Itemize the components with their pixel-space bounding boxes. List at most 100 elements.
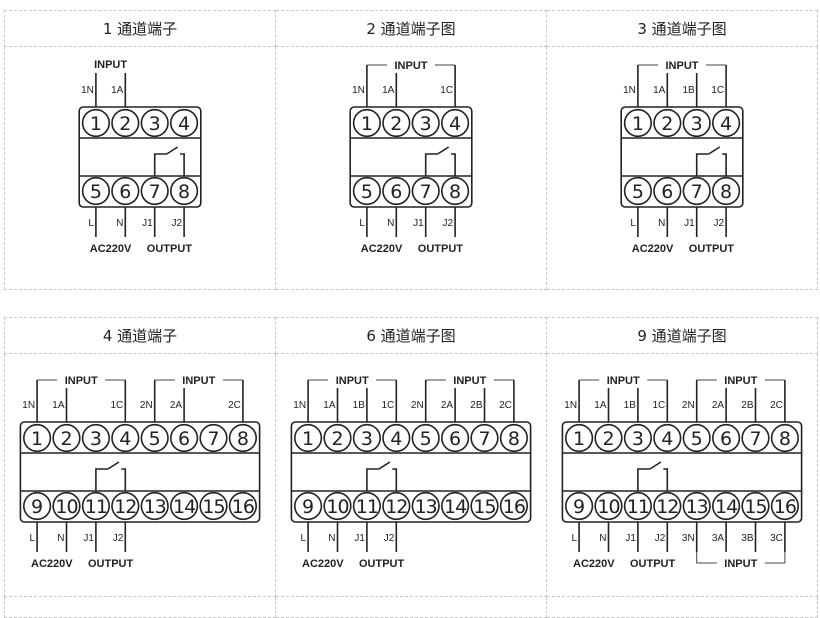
- pin-label: 1A: [52, 400, 65, 411]
- pin-label: J2: [655, 533, 666, 544]
- terminal-block: [290, 421, 532, 523]
- group-caption: AC220V: [90, 243, 132, 255]
- relay-switch-icon: [378, 461, 391, 470]
- pin-label: 2N: [140, 400, 153, 411]
- terminal-circle: [594, 423, 623, 453]
- terminal-circle: [441, 491, 470, 521]
- pin-label: 1N: [352, 85, 365, 96]
- terminal-number: 9: [302, 496, 314, 518]
- terminal-number: 8: [508, 428, 520, 450]
- group-caption: INPUT: [336, 375, 369, 387]
- terminal-circle: [653, 491, 682, 521]
- terminal-circle: [741, 423, 770, 453]
- group-caption: AC220V: [302, 558, 344, 570]
- terminal-circle: [111, 491, 140, 521]
- terminal-number: 10: [326, 496, 348, 518]
- pin-label: J1: [142, 218, 153, 229]
- pin-label: 1C: [382, 400, 395, 411]
- terminal-number: 12: [114, 496, 136, 518]
- pin-label: J1: [684, 218, 695, 229]
- terminal-circle: [441, 108, 470, 138]
- terminal-number: 16: [232, 496, 254, 518]
- terminal-circle: [382, 491, 411, 521]
- terminal-circle: [682, 423, 711, 453]
- relay-switch-icon: [649, 461, 662, 470]
- terminal-circle: [52, 491, 81, 521]
- terminal-circle: [382, 423, 411, 453]
- group-caption: AC220V: [31, 558, 73, 570]
- terminal-circle: [441, 423, 470, 453]
- pin-label: L: [30, 533, 36, 544]
- terminal-number: 1: [302, 428, 314, 450]
- terminal-circle: [623, 423, 652, 453]
- terminal-circle: [770, 491, 799, 521]
- terminal-block: [78, 106, 202, 208]
- group-caption: INPUT: [666, 60, 699, 72]
- terminal-circle: [81, 423, 110, 453]
- terminal-circle: [228, 491, 257, 521]
- pin-label: N: [328, 533, 335, 544]
- pin-label: 1N: [293, 400, 306, 411]
- terminal-number: 14: [444, 496, 467, 518]
- terminal-block: [620, 106, 744, 208]
- pin-label: 1A: [382, 85, 395, 96]
- terminal-number: 3: [90, 428, 102, 450]
- terminal-circle: [411, 108, 440, 138]
- terminal-number: 13: [686, 496, 708, 518]
- terminal-number: 7: [149, 181, 161, 203]
- group-caption: OUTPUT: [689, 243, 735, 255]
- pin-label: 3N: [682, 533, 695, 544]
- terminal-circle: [712, 423, 741, 453]
- pin-label: L: [630, 218, 636, 229]
- group-caption: INPUT: [65, 375, 98, 387]
- wiring-diagram: 191NL2101AN3111BJ14121CJ25132N6142A7152B…: [290, 375, 532, 570]
- terminal-number: 4: [178, 113, 190, 135]
- terminal-circle: [564, 423, 594, 453]
- group-caption: INPUT: [453, 375, 486, 387]
- terminal-circle: [81, 108, 110, 138]
- terminal-circle: [382, 108, 411, 138]
- terminal-number: 2: [331, 428, 343, 450]
- terminal-circle: [140, 176, 169, 206]
- group-caption: INPUT: [395, 60, 428, 72]
- pin-label: 3C: [770, 533, 783, 544]
- group-caption: INPUT: [724, 558, 757, 570]
- terminal-number: 6: [119, 181, 131, 203]
- relay-switch-icon: [708, 146, 721, 155]
- terminal-circle: [228, 423, 257, 453]
- terminal-number: 6: [720, 428, 732, 450]
- terminal-number: 8: [779, 428, 791, 450]
- pin-label: 1A: [594, 400, 607, 411]
- relay-wire: [153, 153, 167, 176]
- terminal-number: 7: [749, 428, 761, 450]
- pin-label: 1B: [682, 85, 695, 96]
- terminal-number: 8: [449, 181, 461, 203]
- terminal-number: 10: [55, 496, 77, 518]
- terminal-number: 4: [119, 428, 131, 450]
- terminal-number: 6: [390, 181, 402, 203]
- terminal-circle: [52, 423, 81, 453]
- terminal-circle: [111, 108, 140, 138]
- terminal-circle: [682, 176, 711, 206]
- pin-label: L: [359, 218, 365, 229]
- pin-label: J1: [83, 533, 94, 544]
- relay-wire: [695, 153, 709, 176]
- group-caption: INPUT: [182, 375, 215, 387]
- relay-switch-icon: [437, 146, 450, 155]
- pin-label: J2: [443, 218, 454, 229]
- relay-wire: [637, 468, 650, 491]
- group-caption: OUTPUT: [88, 558, 134, 570]
- group-caption: AC220V: [632, 243, 674, 255]
- terminal-number: 1: [632, 113, 644, 135]
- terminal-circle: [293, 423, 323, 453]
- pin-label: 2N: [411, 400, 424, 411]
- terminal-number: 4: [720, 113, 732, 135]
- terminal-circle: [170, 423, 199, 453]
- pin-label: N: [599, 533, 606, 544]
- terminal-number: 5: [361, 181, 373, 203]
- pin-label: J2: [113, 533, 124, 544]
